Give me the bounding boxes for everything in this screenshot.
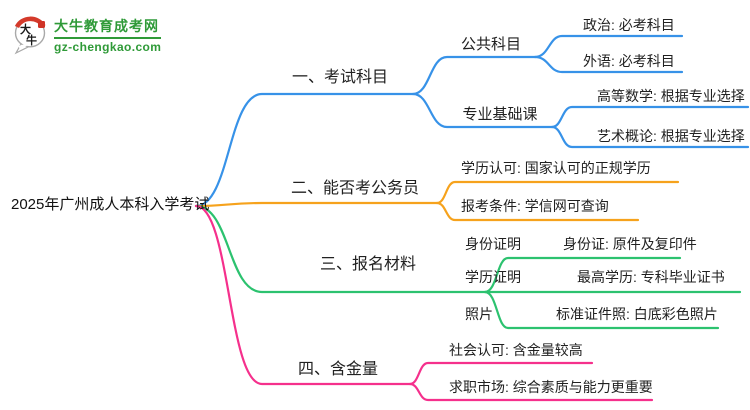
leaf-foreign-language: 外语: 必考科目 <box>583 53 675 69</box>
logo-brand-text: 大牛教育成考网 <box>54 18 159 34</box>
subtopic-photo: 照片 <box>465 306 493 322</box>
leaf-application-condition: 报考条件: 学信网可查询 <box>461 198 609 214</box>
branch-2-connectors <box>194 180 680 222</box>
leaf-standard-id-photo: 标准证件照: 白底彩色照片 <box>556 306 718 322</box>
site-logo: 大 牛 大牛教育成考网 gz-chengkao.com <box>13 16 161 56</box>
logo-domain-text: gz-chengkao.com <box>54 40 162 54</box>
leaf-degree-recognition: 学历认可: 国家认可的正规学历 <box>461 160 651 176</box>
leaf-art-theory: 艺术概论: 根据专业选择 <box>597 128 745 144</box>
subtopic-identity-proof: 身份证明 <box>465 236 521 252</box>
branch-3-connectors <box>194 204 742 330</box>
root-topic: 2025年广州成人本科入学考试 <box>11 196 210 213</box>
logo-seal-stamp-icon <box>38 21 45 28</box>
leaf-politics: 政治: 必考科目 <box>583 17 675 33</box>
subtopic-education-proof: 学历证明 <box>465 269 521 285</box>
branch-1-exam-subjects: 一、考试科目 <box>291 69 389 86</box>
logo-char-top: 大 <box>20 22 31 36</box>
leaf-job-market: 求职市场: 综合素质与能力更重要 <box>449 379 653 395</box>
leaf-social-recognition: 社会认可: 含金量较高 <box>449 342 583 358</box>
leaf-highest-degree-diploma: 最高学历: 专科毕业证书 <box>577 269 725 285</box>
subtopic-major-basic-course: 专业基础课 <box>462 106 538 123</box>
branch-1-connectors <box>194 34 750 208</box>
leaf-advanced-math: 高等数学: 根据专业选择 <box>597 88 745 104</box>
branch-4-connectors <box>194 204 654 402</box>
logo-text-block: 大牛教育成考网 gz-chengkao.com <box>54 16 161 54</box>
branch-3-registration-materials: 三、报名材料 <box>319 256 417 273</box>
subtopic-public-subjects: 公共科目 <box>460 36 522 53</box>
branch-2-civil-service-eligibility: 二、能否考公务员 <box>290 180 420 197</box>
logo-bubble-icon: 大 牛 <box>14 16 46 55</box>
branch-4-credential-value: 四、含金量 <box>297 361 379 378</box>
logo-char-bottom: 牛 <box>26 33 37 47</box>
leaf-id-card-original-copy: 身份证: 原件及复印件 <box>563 236 697 252</box>
logo-brand-divider <box>54 37 161 39</box>
